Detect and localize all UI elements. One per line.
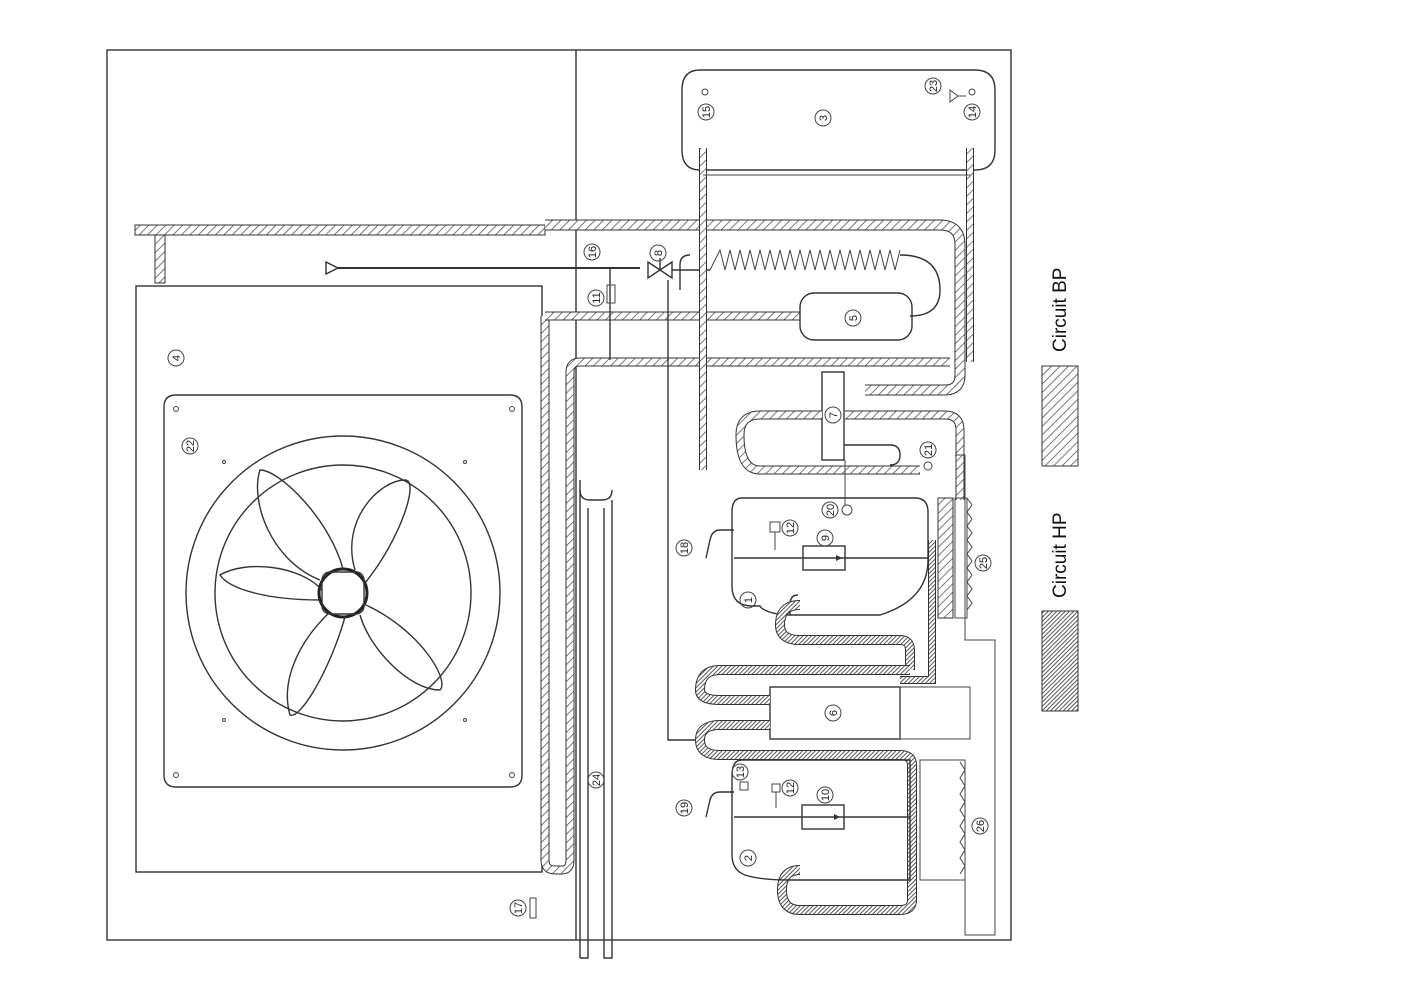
svg-text:17: 17 (513, 902, 525, 914)
callout-7: 7 (824, 406, 842, 424)
svg-text:19: 19 (679, 802, 691, 814)
legend-swatch-hp (1041, 610, 1079, 712)
callout-4: 4 (167, 349, 185, 367)
svg-text:1: 1 (743, 597, 755, 603)
callout-23: 23 (924, 77, 942, 95)
callout-24: 24 (587, 771, 605, 789)
callout-12b: 12 (781, 779, 799, 797)
callout-13: 13 (731, 763, 749, 781)
callout-21: 21 (919, 441, 937, 459)
callout-9: 9 (816, 529, 834, 547)
legend-label-bp: Circuit BP (1050, 268, 1071, 352)
callout-11: 11 (587, 289, 605, 307)
expansion-valve (647, 248, 941, 741)
compressor-2 (705, 759, 911, 881)
legend-swatch-bp (1041, 365, 1079, 467)
svg-text:3: 3 (818, 115, 830, 121)
fan-icon (185, 435, 501, 751)
svg-text:6: 6 (828, 710, 840, 716)
callout-22: 22 (181, 437, 199, 455)
compressor-1 (705, 497, 929, 670)
callout-3: 3 (814, 109, 832, 127)
svg-text:20: 20 (825, 504, 837, 516)
legend-label-hp: Circuit HP (1050, 512, 1071, 598)
svg-text:7: 7 (828, 412, 840, 418)
callout-15: 15 (697, 103, 715, 121)
svg-text:8: 8 (653, 250, 665, 256)
callout-20: 20 (821, 501, 839, 519)
component-6 (694, 540, 971, 915)
svg-text:23: 23 (928, 80, 940, 92)
callout-19: 19 (675, 799, 693, 817)
component-17 (529, 897, 537, 919)
callout-1: 1 (739, 591, 757, 609)
callout-16: 16 (583, 243, 601, 261)
callout-5: 5 (844, 309, 862, 327)
cabinet-frame (106, 49, 1012, 941)
svg-text:26: 26 (975, 820, 987, 832)
heat-exchanger-25 (937, 454, 996, 936)
svg-text:25: 25 (978, 557, 990, 569)
callout-17: 17 (509, 899, 527, 917)
svg-text:2: 2 (743, 855, 755, 861)
receiver-3 (681, 69, 996, 470)
callout-6: 6 (824, 704, 842, 722)
callout-labels: 1 2 3 4 5 6 7 8 9 10 11 12 12 13 14 15 1… (167, 77, 992, 917)
svg-text:5: 5 (848, 315, 860, 321)
svg-text:12: 12 (785, 782, 797, 794)
callout-12: 12 (781, 519, 799, 537)
svg-text:15: 15 (701, 106, 713, 118)
svg-text:14: 14 (967, 106, 979, 118)
svg-text:16: 16 (587, 246, 599, 258)
callout-14: 14 (963, 103, 981, 121)
svg-text:22: 22 (185, 440, 197, 452)
component-7 (735, 371, 965, 516)
callout-2: 2 (739, 849, 757, 867)
svg-text:12: 12 (785, 522, 797, 534)
callout-8: 8 (649, 244, 667, 262)
bp-pipe-left (540, 311, 950, 959)
legend: Circuit HP Circuit BP (1041, 268, 1079, 712)
callout-26: 26 (971, 817, 989, 835)
svg-text:4: 4 (171, 355, 183, 361)
svg-text:13: 13 (735, 766, 747, 778)
svg-text:18: 18 (679, 542, 691, 554)
callout-10: 10 (816, 786, 834, 804)
heat-exchanger-26 (919, 759, 966, 881)
capillary-line (325, 260, 640, 360)
svg-text:21: 21 (923, 444, 935, 456)
callout-25: 25 (974, 554, 992, 572)
bp-main-pipe (134, 219, 966, 396)
svg-text:24: 24 (591, 774, 603, 786)
component-5 (799, 292, 913, 341)
callout-18: 18 (675, 539, 693, 557)
svg-text:11: 11 (591, 292, 603, 303)
svg-text:9: 9 (820, 535, 832, 541)
svg-text:10: 10 (820, 789, 832, 801)
